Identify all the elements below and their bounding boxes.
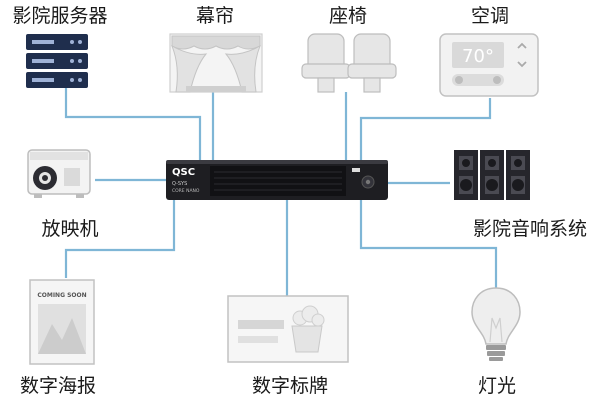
node-labels: 影院服务器 幕帘 座椅 空调 放映机 影院音响系统 数字海报 数字标牌 灯光 (12, 5, 587, 397)
poster-caption: COMING SOON (37, 292, 86, 299)
label-poster: 数字海报 (20, 375, 96, 397)
label-hvac: 空调 (471, 5, 509, 27)
stage-curtain-icon (169, 33, 263, 93)
connection-lines (64, 88, 498, 296)
label-signage: 数字标牌 (252, 375, 328, 397)
line-hvac (359, 98, 492, 160)
label-projector: 放映机 (41, 218, 98, 240)
line-server (64, 88, 202, 160)
projector-icon (27, 149, 91, 198)
server-rack-icon (26, 34, 88, 88)
line-poster (64, 200, 176, 278)
qsc-core-hub: QSC Q-SYS CORE NANO (166, 160, 388, 200)
label-seats: 座椅 (329, 5, 367, 27)
poster-icon: COMING SOON (29, 279, 95, 365)
light-bulb-icon (471, 287, 521, 361)
label-curtain: 幕帘 (196, 5, 234, 27)
label-audio: 影院音响系统 (473, 218, 587, 240)
thermostat-display: 70° (462, 46, 494, 67)
hub-model: Q-SYS (172, 181, 187, 187)
thermostat-icon: 70° (439, 33, 539, 97)
hub-subtitle: CORE NANO (172, 188, 200, 194)
cinema-seats-icon (301, 33, 397, 93)
speaker-array-icon (454, 150, 530, 200)
label-light: 灯光 (478, 375, 516, 397)
hub-brand: QSC (172, 167, 195, 178)
label-server: 影院服务器 (12, 5, 107, 27)
digital-signage-icon (227, 295, 349, 363)
line-light (359, 200, 498, 288)
